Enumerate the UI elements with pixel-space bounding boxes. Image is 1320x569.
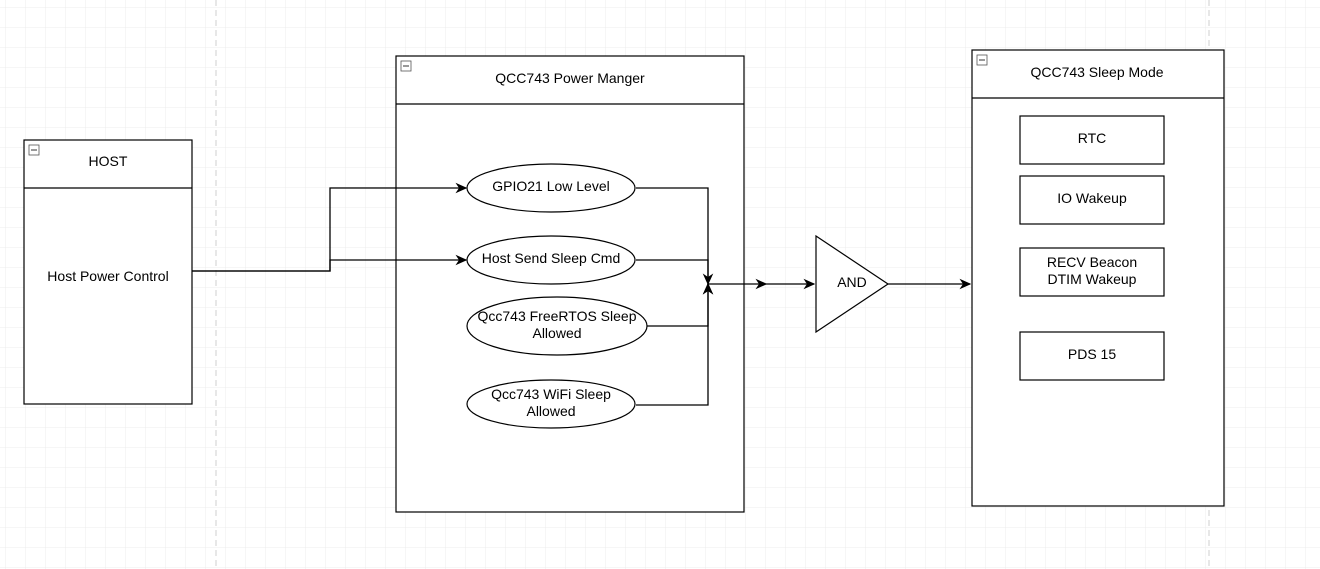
- host-title: HOST: [89, 153, 128, 169]
- condition-freertos-sleep-label-line2: Allowed: [532, 325, 581, 341]
- condition-gpio21[interactable]: GPIO21 Low Level: [466, 163, 636, 213]
- edge-gpio21-to-merge[interactable]: [636, 187, 768, 290]
- sleep-item-recv-beacon[interactable]: RECV Beacon DTIM Wakeup: [1019, 247, 1165, 297]
- condition-freertos-sleep[interactable]: Qcc743 FreeRTOS Sleep Allowed: [466, 296, 648, 356]
- edge-host-to-sleep-cmd[interactable]: [192, 254, 468, 272]
- condition-wifi-sleep[interactable]: Qcc743 WiFi Sleep Allowed: [466, 379, 636, 429]
- sleep-item-pds15-label: PDS 15: [1068, 346, 1116, 362]
- and-gate-triangle[interactable]: [815, 234, 890, 334]
- condition-host-sleep-cmd[interactable]: Host Send Sleep Cmd: [466, 235, 636, 285]
- sleep-item-box[interactable]: [1019, 331, 1165, 381]
- power-manager-title: QCC743 Power Manger: [495, 70, 645, 86]
- sleep-item-recv-beacon-label-line1: RECV Beacon: [1047, 254, 1137, 270]
- condition-gpio21-label: GPIO21 Low Level: [492, 178, 610, 194]
- condition-ellipse[interactable]: [466, 163, 636, 213]
- condition-freertos-sleep-label-line1: Qcc743 FreeRTOS Sleep: [477, 308, 636, 324]
- condition-ellipse[interactable]: [466, 379, 636, 429]
- sleep-item-box[interactable]: [1019, 115, 1165, 165]
- and-gate[interactable]: AND: [815, 234, 890, 334]
- condition-ellipse[interactable]: [466, 296, 648, 356]
- sleep-item-pds15[interactable]: PDS 15: [1019, 331, 1165, 381]
- edge-sleep-cmd-to-merge[interactable]: [636, 259, 714, 286]
- sleep-item-recv-beacon-label-line2: DTIM Wakeup: [1048, 271, 1137, 287]
- host-box[interactable]: [23, 139, 193, 405]
- sleep-item-io-wakeup[interactable]: IO Wakeup: [1019, 175, 1165, 225]
- host-container[interactable]: HOST Host Power Control: [23, 139, 193, 405]
- and-gate-label: AND: [837, 274, 867, 290]
- sleep-item-rtc-label: RTC: [1078, 130, 1107, 146]
- minus-box-icon[interactable]: [400, 60, 412, 72]
- condition-wifi-sleep-label-line2: Allowed: [526, 403, 575, 419]
- sleep-item-box[interactable]: [1019, 175, 1165, 225]
- condition-ellipse[interactable]: [466, 235, 636, 285]
- condition-host-sleep-cmd-label: Host Send Sleep Cmd: [482, 250, 621, 266]
- edge-wifi-to-merge[interactable]: [636, 282, 714, 406]
- host-power-control-label: Host Power Control: [47, 268, 168, 284]
- sleep-item-io-wakeup-label: IO Wakeup: [1057, 190, 1127, 206]
- condition-wifi-sleep-label-line1: Qcc743 WiFi Sleep: [491, 386, 611, 402]
- sleep-mode-container[interactable]: QCC743 Sleep Mode RTC IO Wakeup RECV Bea…: [971, 49, 1225, 507]
- minus-box-icon[interactable]: [976, 54, 988, 66]
- sleep-mode-title: QCC743 Sleep Mode: [1030, 64, 1163, 80]
- sleep-item-rtc[interactable]: RTC: [1019, 115, 1165, 165]
- connectors: [192, 182, 972, 406]
- sleep-item-box[interactable]: [1019, 247, 1165, 297]
- minus-box-icon[interactable]: [28, 144, 40, 156]
